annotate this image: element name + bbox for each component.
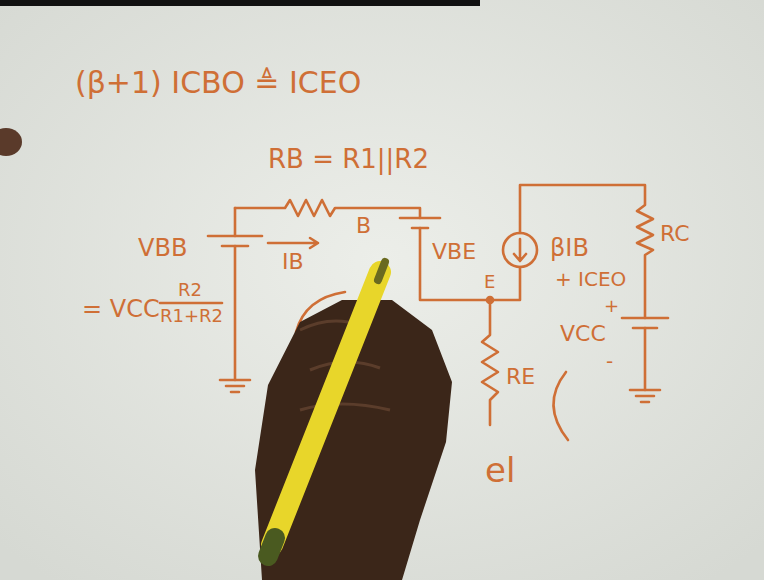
current-label: βIB <box>550 235 589 261</box>
resistor-label: RE <box>506 365 535 389</box>
wire <box>234 246 237 380</box>
polarity-sign: - <box>606 350 613 372</box>
bracket <box>553 372 568 440</box>
voltage-label: VBE <box>432 240 476 264</box>
battery-plate <box>208 235 262 238</box>
marker-tip <box>378 262 385 280</box>
terminal-label: B <box>356 214 371 238</box>
current-arrow <box>514 239 526 261</box>
battery-plate <box>400 217 440 220</box>
formula: R2 <box>178 280 202 300</box>
current-label: + ICEO <box>555 268 626 290</box>
voltage-label: VCC <box>560 322 606 346</box>
resistor-symbol <box>482 300 498 425</box>
note: el <box>485 452 515 489</box>
resistor-label: RC <box>660 222 690 246</box>
battery-plate <box>622 317 668 320</box>
formula: (β+1) ICBO ≜ ICEO <box>75 66 361 99</box>
fraction-bar <box>160 302 222 305</box>
formula: R1+R2 <box>160 306 223 326</box>
marker-cap <box>268 538 275 556</box>
wire <box>420 228 520 300</box>
current-source <box>503 233 537 267</box>
resistor-symbol <box>235 200 420 218</box>
ground-symbol <box>220 380 250 392</box>
resistor-symbol <box>520 185 653 318</box>
ground-symbol <box>630 390 660 402</box>
current-arrow <box>268 238 318 248</box>
marker <box>272 272 380 545</box>
current-label: IB <box>282 250 304 274</box>
wire <box>234 208 237 236</box>
formula: RB = R1||R2 <box>268 145 429 174</box>
wire <box>644 328 647 390</box>
terminal-label: E <box>484 272 495 292</box>
formula: = VCC <box>82 296 160 322</box>
finger <box>0 128 22 156</box>
polarity-sign: + <box>604 296 619 316</box>
voltage-label: VBB <box>138 235 187 261</box>
frame-edge <box>0 0 480 6</box>
